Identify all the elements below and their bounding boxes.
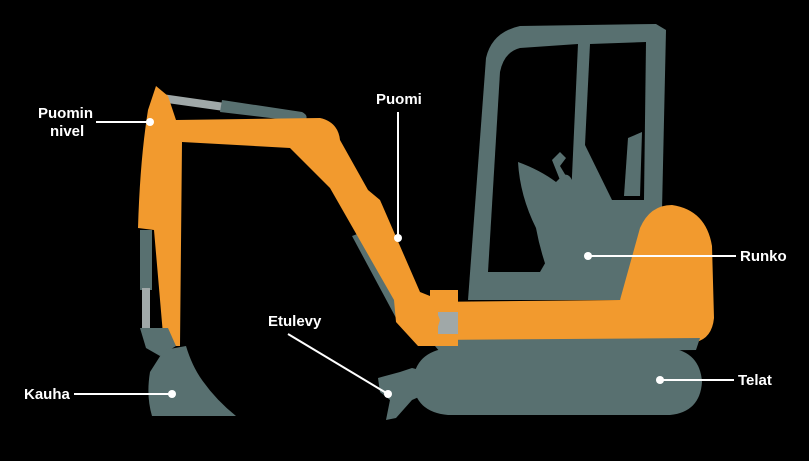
seat [518,162,600,272]
frame-body [420,205,714,346]
bucket-cylinder-body [140,230,152,290]
arm-cylinder-body [220,100,307,122]
dot-tracks [656,376,664,384]
bucket-linkage [140,328,176,356]
label-boom-joint-line2: nivel [50,123,84,140]
label-boom-joint-line1: Puomin [38,105,93,122]
blade [378,368,430,420]
tracks [413,348,702,415]
label-blade: Etulevy [268,313,322,330]
dot-blade [384,390,392,398]
bucket [148,346,236,416]
dot-frame [584,252,592,260]
dot-boom [394,234,402,242]
leader-blade [287,333,389,395]
swing-bracket-pin [438,312,458,334]
bucket-cylinder-rod [142,288,150,330]
cab-pillar [624,132,642,196]
dot-bucket [168,390,176,398]
arm-cylinder-rod [160,94,232,112]
label-bucket: Kauha [24,386,71,403]
label-tracks: Telat [738,372,772,389]
label-boom: Puomi [376,91,422,108]
frame-base [430,338,700,352]
label-frame: Runko [740,248,787,265]
dot-boom-joint [146,118,154,126]
joystick [552,152,566,180]
boom [168,118,440,346]
arm [138,86,182,346]
